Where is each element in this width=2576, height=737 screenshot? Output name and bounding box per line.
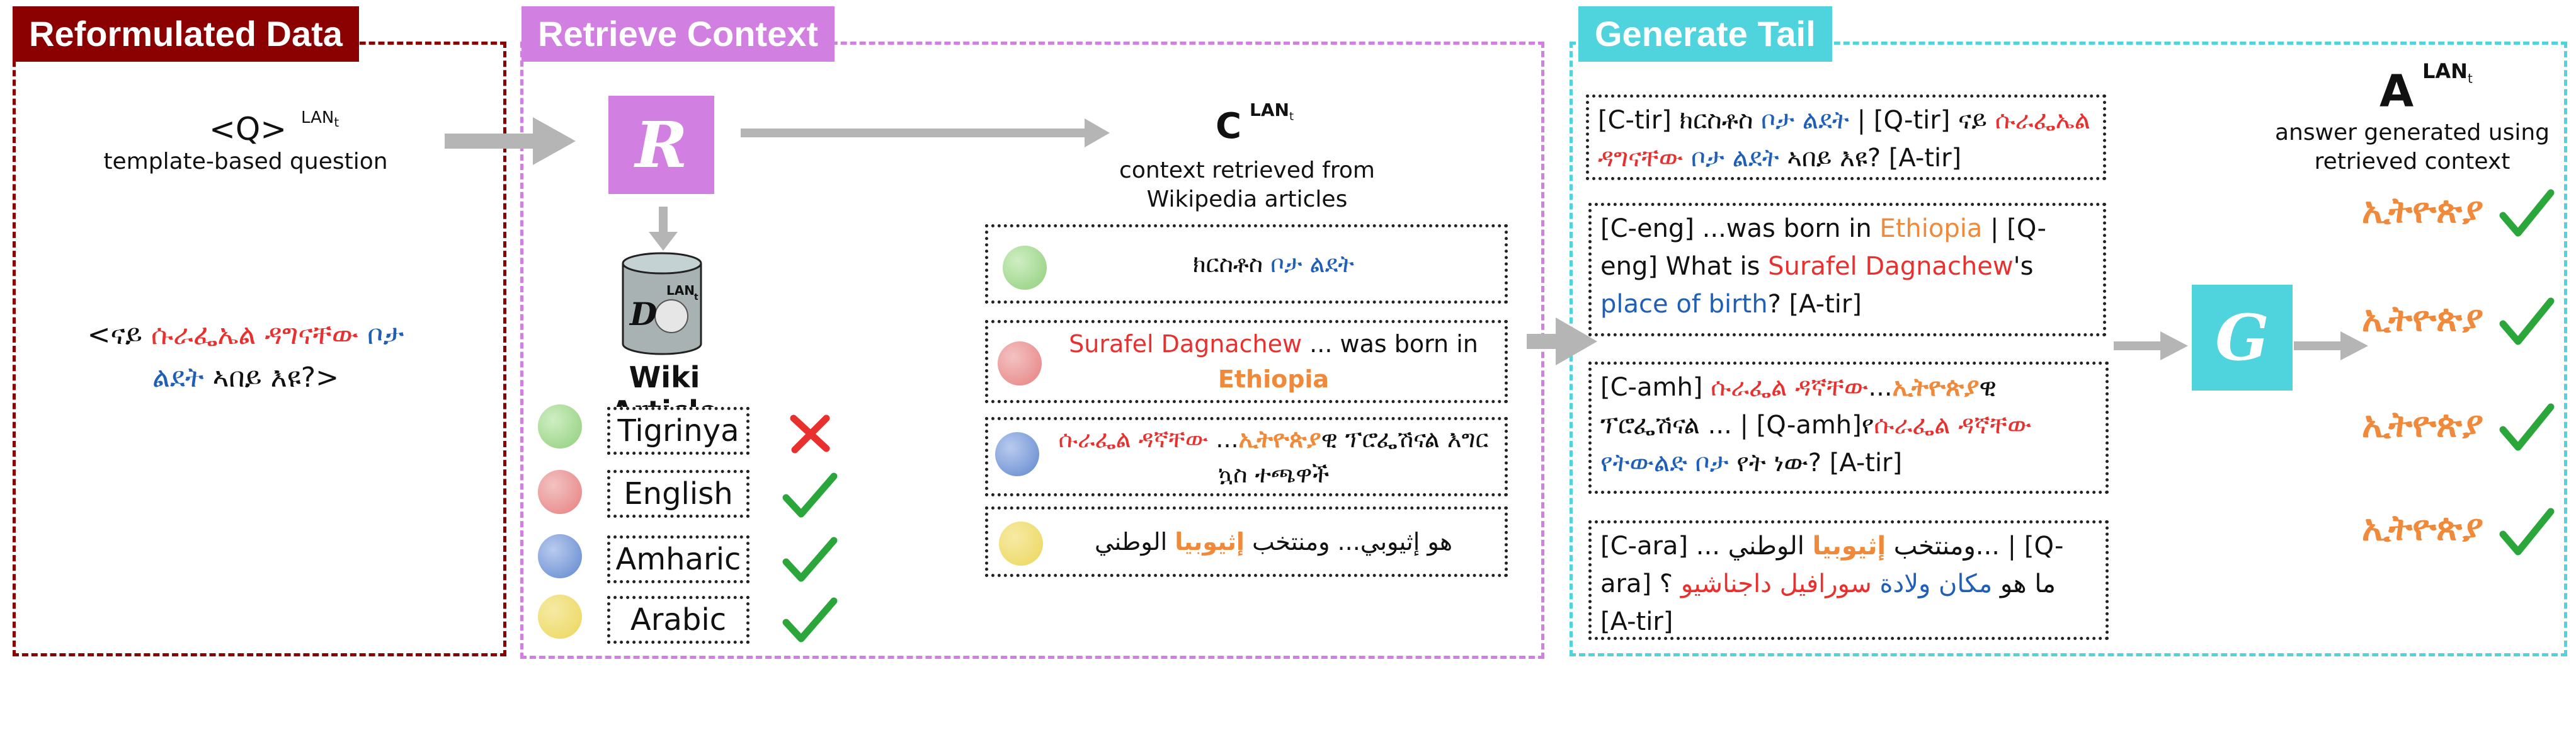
context-caption: context retrieved from Wikipedia article…: [1119, 157, 1375, 212]
retrieve-context-title: Retrieve Context: [521, 6, 835, 62]
globe-icon-english: [998, 341, 1042, 386]
globe-icon-amharic: [538, 534, 582, 578]
context-item-arabic: هو إثيوبي... ومنتخب إثيوبيا الوطني: [985, 506, 1508, 577]
check-icon: [782, 472, 838, 518]
check-icon: [2499, 297, 2555, 345]
question-caption: template-based question: [103, 149, 388, 174]
tail-item-tigrinya: [C-tir] ክርስቶስ ቦታ ልደት | [Q-tir] ናይ ሱራፌኤል …: [1586, 94, 2106, 180]
answer-item: ኢትዮጵያ: [2362, 404, 2483, 445]
answer-symbol: A: [2379, 66, 2414, 117]
globe-icon-tigrinya: [1003, 246, 1047, 290]
database-icon: D LAN t: [622, 252, 702, 355]
context-item-english: Surafel Dagnachew ... was born in Ethiop…: [985, 320, 1508, 403]
question-symbol: <Q>: [209, 111, 287, 147]
retriever-icon: R: [608, 96, 714, 194]
globe-icon-arabic: [538, 595, 582, 639]
question-superscript: LANt: [301, 108, 339, 130]
check-icon: [2499, 403, 2555, 451]
context-item-amharic: ሱራፌል ዳኛቸው ...ኢትዮጵያዊ ፕሮፌሽናል እግር ኳስ ተጫዋች: [985, 417, 1508, 496]
answer-item: ኢትዮጵያ: [2362, 299, 2483, 340]
check-icon: [2499, 189, 2555, 237]
context-superscript: LANt: [1250, 100, 1294, 123]
language-english: English: [607, 470, 749, 518]
answer-item: ኢትዮጵያ: [2362, 508, 2483, 549]
language-tigrinya: Tigrinya: [607, 407, 749, 455]
tail-item-arabic: [C-ara] ... ومنتخب إثيوبيا الوطني... | […: [1588, 520, 2109, 640]
reformulated-data-title: Reformulated Data: [13, 6, 359, 62]
globe-icon-arabic: [999, 522, 1043, 566]
generate-tail-title: Generate Tail: [1578, 6, 1832, 62]
answer-superscript: LANt: [2422, 59, 2473, 86]
language-arabic: Arabic: [607, 596, 749, 644]
retrieve-context-panel: [520, 42, 1544, 659]
generator-icon: G: [2192, 285, 2293, 391]
cross-icon: [790, 414, 830, 454]
context-item-tigrinya: ክርስቶስ ቦታ ልደት: [985, 224, 1508, 304]
globe-icon-english: [538, 470, 582, 514]
context-symbol: C: [1216, 106, 1242, 147]
check-icon: [782, 537, 838, 582]
check-icon: [2499, 508, 2555, 556]
database-superscript: LAN: [666, 283, 695, 298]
answer-item: ኢትዮጵያ: [2362, 190, 2483, 231]
globe-icon-tigrinya: [538, 404, 582, 448]
check-icon: [782, 597, 838, 643]
tail-item-amharic: [C-amh] ሱራፌል ዳኛቸው...ኢትዮጵያዊ ፕሮፌሽናል ... | …: [1588, 362, 2109, 494]
database-symbol: D: [629, 295, 657, 333]
answer-caption: answer generated using retrieved context: [2274, 120, 2550, 174]
globe-icon-amharic: [995, 432, 1039, 476]
tail-item-english: [C-eng] ...was born in Ethiopia | [Q-eng…: [1588, 203, 2106, 336]
language-amharic: Amharic: [607, 535, 749, 583]
database-subscript: t: [694, 292, 698, 302]
question-example: <ናይ ሱራፌኤል ዳግናቸው ቦታ ልደት ኣበይ እዩ?>: [87, 319, 404, 394]
